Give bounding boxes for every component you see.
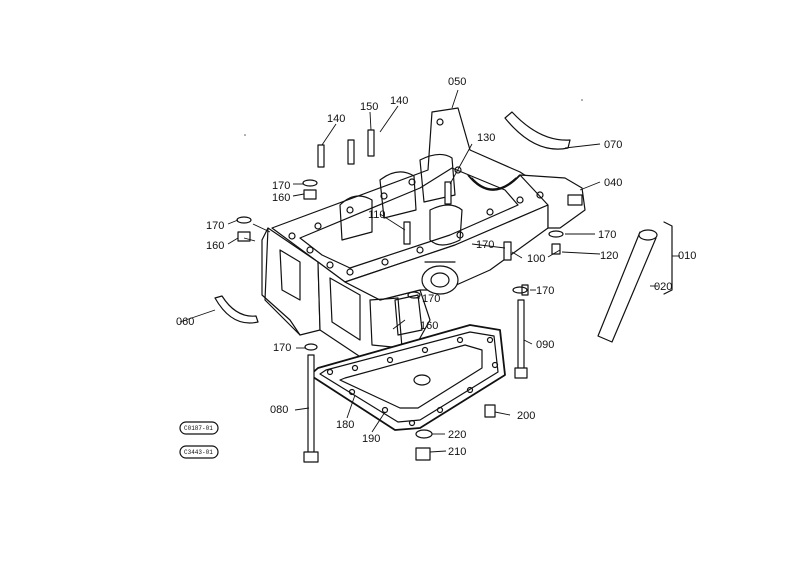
bearing-cap-070 [504,111,571,150]
callout-090: 090 [536,339,554,351]
callout-010: 010 [678,250,696,262]
reference-stamps: C0187-01 C3443-01 [179,421,219,459]
callout-140-upper: 140 [390,95,408,107]
callout-100: 100 [527,253,545,265]
stamp-top: C0187-01 [184,425,213,432]
callout-160-b: 160 [206,240,224,252]
dipstick-tube-020 [597,229,658,343]
callout-170-d: 170 [598,229,616,241]
callout-070: 070 [604,139,622,151]
callout-170-f: 170 [422,293,440,305]
callout-170-g: 170 [273,342,291,354]
callout-190: 190 [362,433,380,445]
callout-170-a: 170 [272,180,290,192]
callout-160-a: 160 [272,192,290,204]
callout-180: 180 [336,419,354,431]
leader-lines [179,89,680,453]
callout-170-c: 170 [476,239,494,251]
callout-150: 150 [360,101,378,113]
callout-170-b: 170 [206,220,224,232]
crankcase-body [261,107,586,371]
callout-130: 130 [477,132,495,144]
bearing-cap-060 [214,295,259,324]
callout-220: 220 [448,429,466,441]
callout-200: 200 [517,410,535,422]
callout-210: 210 [448,446,466,458]
callout-050: 050 [448,76,466,88]
oil-pan-gasket [309,324,506,431]
callout-170-e: 170 [536,285,554,297]
bolts [236,129,564,463]
callout-labels: 050 150 140 140 130 070 040 170 160 170 … [176,76,696,458]
callout-110: 110 [368,209,386,221]
callout-040: 040 [604,177,622,189]
callout-060: 060 [176,316,194,328]
callout-020: 020 [654,281,672,293]
stamp-bottom: C3443-01 [184,449,213,456]
callout-080: 080 [270,404,288,416]
callout-120: 120 [600,250,618,262]
callout-140-left: 140 [327,113,345,125]
callout-160-c: 160 [420,320,438,332]
